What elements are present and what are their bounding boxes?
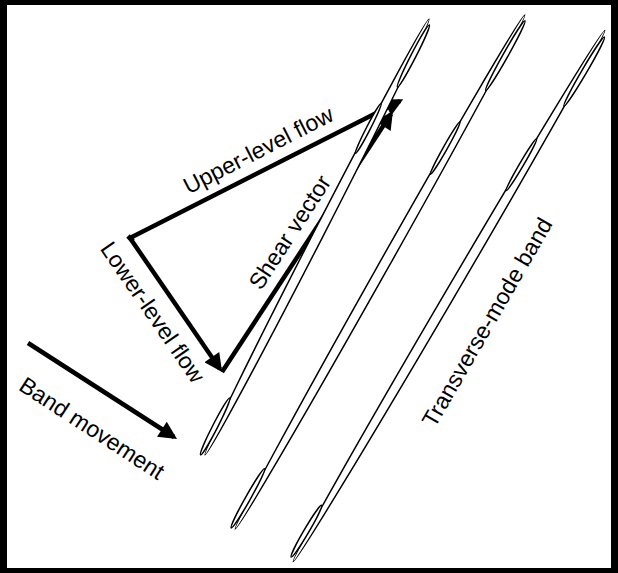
band-3 xyxy=(288,27,610,564)
background-panel xyxy=(7,5,611,568)
vertex-join xyxy=(128,236,133,241)
band-2 xyxy=(229,12,530,533)
upper-flow-arrow xyxy=(130,101,400,238)
